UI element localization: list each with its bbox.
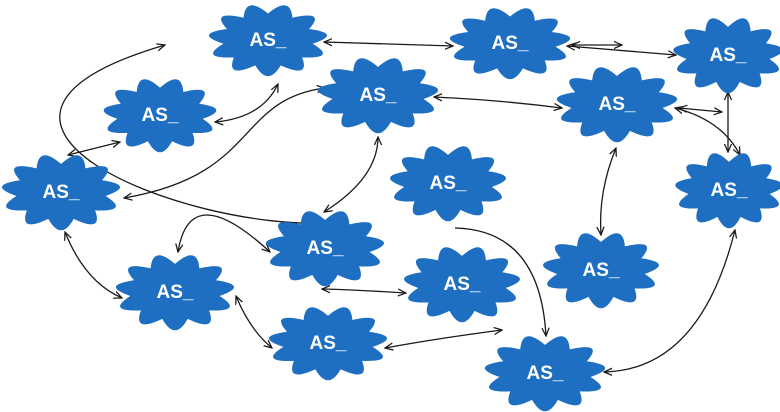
link-n5-n10 (434, 97, 562, 108)
cloud-label: AS_ (430, 173, 467, 194)
cloud-label: AS_ (710, 45, 747, 66)
cloud-icon (115, 255, 235, 331)
cloud-label: AS_ (583, 260, 620, 281)
cloud-node-n3: AS_ (449, 8, 571, 80)
link-n9-n11 (322, 289, 406, 293)
cloud-node-n11: AS_ (404, 247, 520, 323)
cloud-icon (675, 153, 780, 229)
cloud-icon (103, 79, 217, 153)
cloud-label: AS_ (492, 33, 529, 54)
cloud-node-n2: AS_ (208, 5, 328, 77)
link-n6-n12 (236, 296, 272, 348)
cloud-label: AS_ (527, 363, 564, 384)
cloud-label: AS_ (360, 85, 397, 106)
cloud-label: AS_ (307, 238, 344, 259)
cloud-icon (449, 8, 571, 80)
cloud-node-n5: AS_ (317, 58, 439, 134)
link-n5-n6 (324, 137, 378, 212)
cloud-icon (390, 146, 506, 222)
link-n15-n8 (679, 108, 722, 112)
link-n6-n4 (59, 45, 329, 223)
cloud-node-n14: AS_ (484, 336, 606, 412)
cloud-icon (317, 58, 439, 134)
cloud-icon (543, 233, 659, 309)
link-n13-n15 (385, 330, 502, 348)
cloud-node-n8: AS_ (673, 18, 780, 94)
link-n6-n9 (454, 227, 546, 336)
cloud-icon (556, 67, 678, 143)
cloud-node-n15: AS_ (543, 233, 659, 309)
cloud-node-n4: AS_ (1, 155, 121, 231)
link-n1-n2 (215, 84, 278, 122)
cloud-label: AS_ (310, 333, 347, 354)
cloud-node-n6: AS_ (265, 211, 385, 287)
link-n5-n9 (178, 214, 270, 252)
cloud-icon (1, 155, 121, 231)
cloud-label: AS_ (157, 282, 194, 303)
cloud-label: AS_ (250, 30, 287, 51)
cloud-label: AS_ (711, 180, 748, 201)
links-layer (59, 42, 740, 372)
cloud-label: AS_ (142, 105, 179, 126)
link-n12-n14 (604, 230, 735, 372)
cloud-label: AS_ (444, 274, 481, 295)
link-n10-n15 (675, 108, 740, 155)
link-n2-n3 (324, 42, 453, 46)
cloud-node-n13: AS_ (675, 153, 780, 229)
cloud-icon (404, 247, 520, 323)
cloud-node-n12: AS_ (268, 307, 388, 381)
cloud-icon (484, 336, 606, 412)
cloud-icon (208, 5, 328, 77)
link-n1-n4 (68, 142, 120, 155)
cloud-icon (268, 307, 388, 381)
cloud-node-n1: AS_ (103, 79, 217, 153)
link-n3-n8 (567, 46, 676, 55)
cloud-icon (265, 211, 385, 287)
nodes-layer: AS_ AS_ AS_ AS_ AS_ AS_ AS_ AS_ AS_ AS_ AS_ AS_ AS_ A… (1, 5, 780, 412)
link-n5-n7 (124, 88, 325, 198)
cloud-icon (673, 18, 780, 94)
link-n4-n7 (65, 232, 122, 298)
cloud-node-n7: AS_ (115, 255, 235, 331)
cloud-node-n10: AS_ (556, 67, 678, 143)
cloud-node-n9: AS_ (390, 146, 506, 222)
link-n11-n13 (601, 148, 616, 235)
cloud-label: AS_ (43, 182, 80, 203)
cloud-label: AS_ (599, 94, 636, 115)
